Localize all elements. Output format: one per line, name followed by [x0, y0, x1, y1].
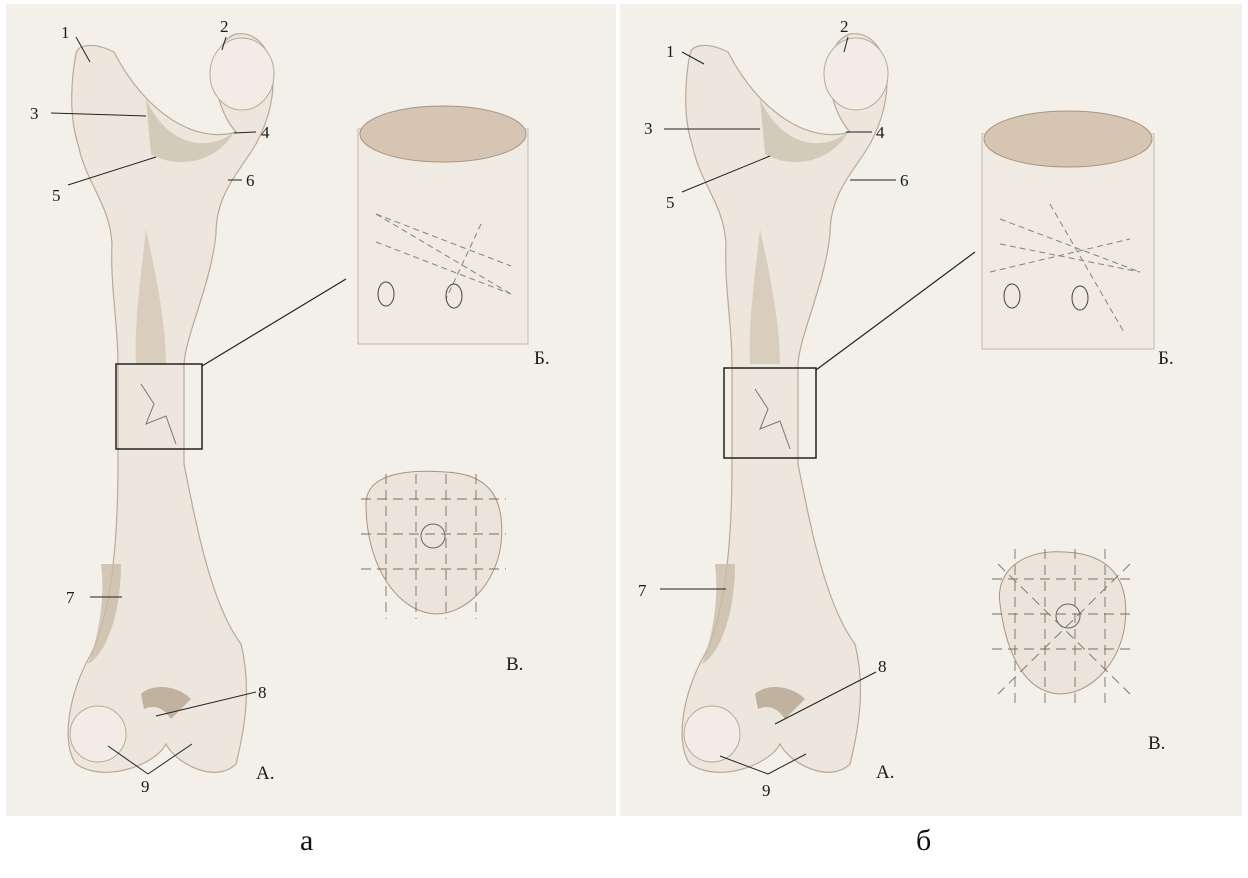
femoral-head: [824, 38, 888, 110]
label-9: 9: [762, 781, 771, 800]
label-4: 4: [876, 123, 885, 142]
view-label-a: А.: [256, 763, 274, 784]
label-1: 1: [61, 23, 70, 42]
caption-a: а: [300, 824, 313, 858]
view-label-c: В.: [506, 654, 523, 675]
label-8: 8: [878, 657, 887, 676]
label-7: 7: [66, 588, 75, 607]
detail-pointer: [202, 279, 346, 366]
label-7: 7: [638, 581, 647, 600]
label-3: 3: [30, 104, 39, 123]
label-4: 4: [261, 123, 270, 142]
view-label-c: В.: [1148, 733, 1165, 754]
detail-c-section: [361, 471, 506, 619]
view-label-b: Б.: [534, 348, 550, 369]
view-label-b: Б.: [1158, 348, 1174, 369]
detail-c-section: [992, 549, 1135, 704]
femur-diagram-a: 1 2 3 4 5 6 7 8 9 А. Б. В.: [6, 4, 616, 816]
label-2: 2: [840, 17, 849, 36]
label-2: 2: [220, 17, 229, 36]
label-6: 6: [900, 171, 909, 190]
label-1: 1: [666, 42, 675, 61]
view-label-a: А.: [876, 762, 894, 783]
caption-b: б: [916, 824, 931, 858]
lateral-condyle: [70, 706, 126, 762]
lateral-condyle: [684, 706, 740, 762]
detail-pointer: [816, 252, 975, 370]
label-5: 5: [666, 193, 675, 212]
panel-b: 1 2 3 4 5 6 7 8 9 А. Б. В.: [620, 4, 1242, 816]
label-3: 3: [644, 119, 653, 138]
femoral-head: [210, 38, 274, 110]
label-8: 8: [258, 683, 267, 702]
label-6: 6: [246, 171, 255, 190]
detail-b-segment: [358, 106, 528, 344]
femur-diagram-b: 1 2 3 4 5 6 7 8 9 А. Б. В.: [620, 4, 1242, 816]
detail-b-segment: [982, 111, 1154, 349]
label-9: 9: [141, 777, 150, 796]
panel-a: 1 2 3 4 5 6 7 8 9 А. Б. В.: [6, 4, 616, 816]
label-5: 5: [52, 186, 61, 205]
